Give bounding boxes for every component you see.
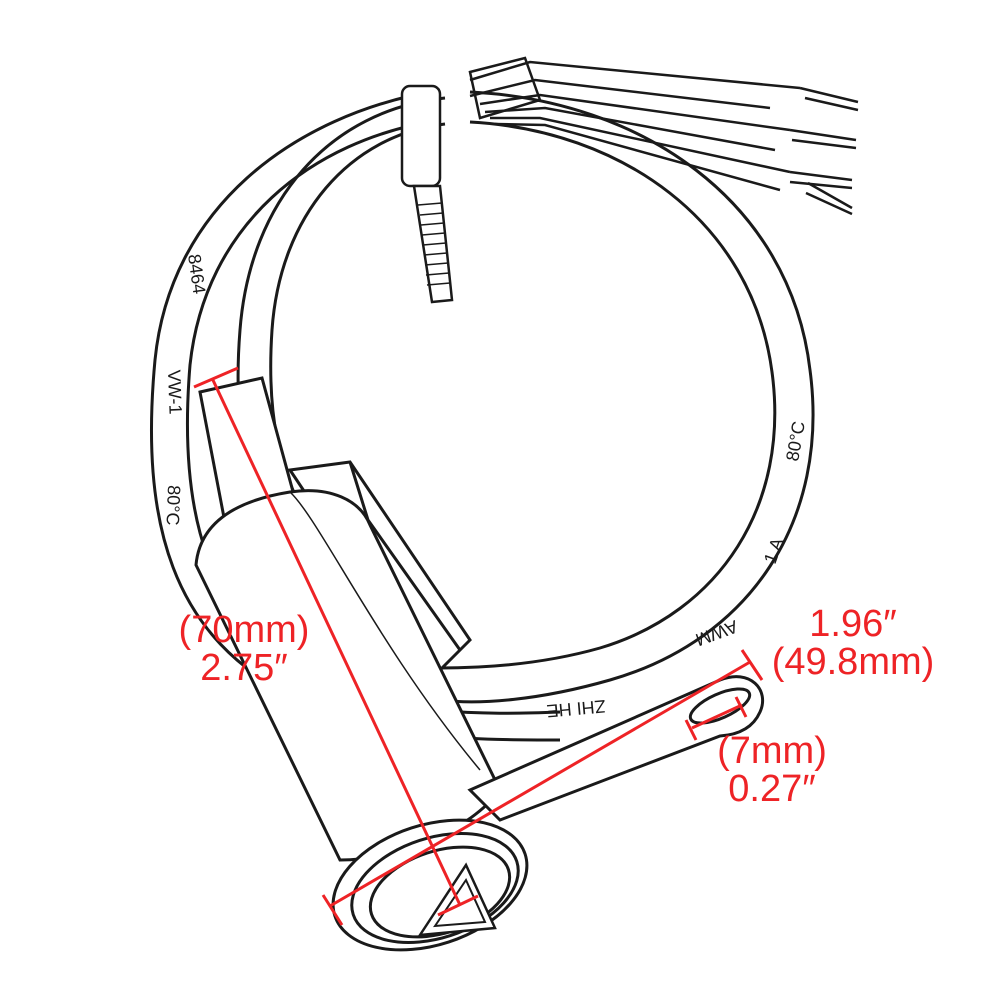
cable-print-5: AWM: [693, 616, 741, 650]
cable-print-2: VW-1: [164, 369, 186, 414]
length-metric: (70mm): [178, 609, 310, 651]
length-dimension-line: [210, 377, 462, 906]
mount-width-metric: (49.8mm): [771, 641, 935, 683]
cable-print-4: ZHI HE: [546, 696, 607, 721]
hole-tick-right: [734, 696, 748, 718]
length-imperial: 2.75″: [200, 647, 288, 689]
width-tick-left: [321, 894, 344, 926]
hole-dimension-line: [691, 703, 743, 730]
hole-metric: (7mm): [717, 730, 827, 772]
length-label: (70mm) 2.75″: [168, 611, 320, 687]
hole-label: (7mm) 0.27″: [706, 732, 838, 808]
hole-tick-left: [684, 719, 698, 741]
mount-width-imperial: 1.96″: [809, 603, 897, 645]
cable-print-7: 80°C: [782, 420, 809, 463]
width-tick-right: [740, 649, 764, 681]
mount-width-label: 1.96″ (49.8mm): [758, 605, 948, 681]
length-tick-bottom: [437, 894, 479, 917]
cable-print-1: 8464: [184, 253, 209, 295]
width-dimension-line: [329, 660, 751, 908]
mounting-tab: [467, 675, 765, 822]
cable-tie: [400, 84, 454, 304]
dimension-lines: [193, 366, 764, 926]
cable-print-3: 80°C: [163, 485, 184, 526]
lead-wires: [468, 56, 859, 216]
light-housing: [194, 376, 529, 952]
length-tick-top: [193, 366, 239, 389]
hole-imperial: 0.27″: [728, 768, 816, 810]
